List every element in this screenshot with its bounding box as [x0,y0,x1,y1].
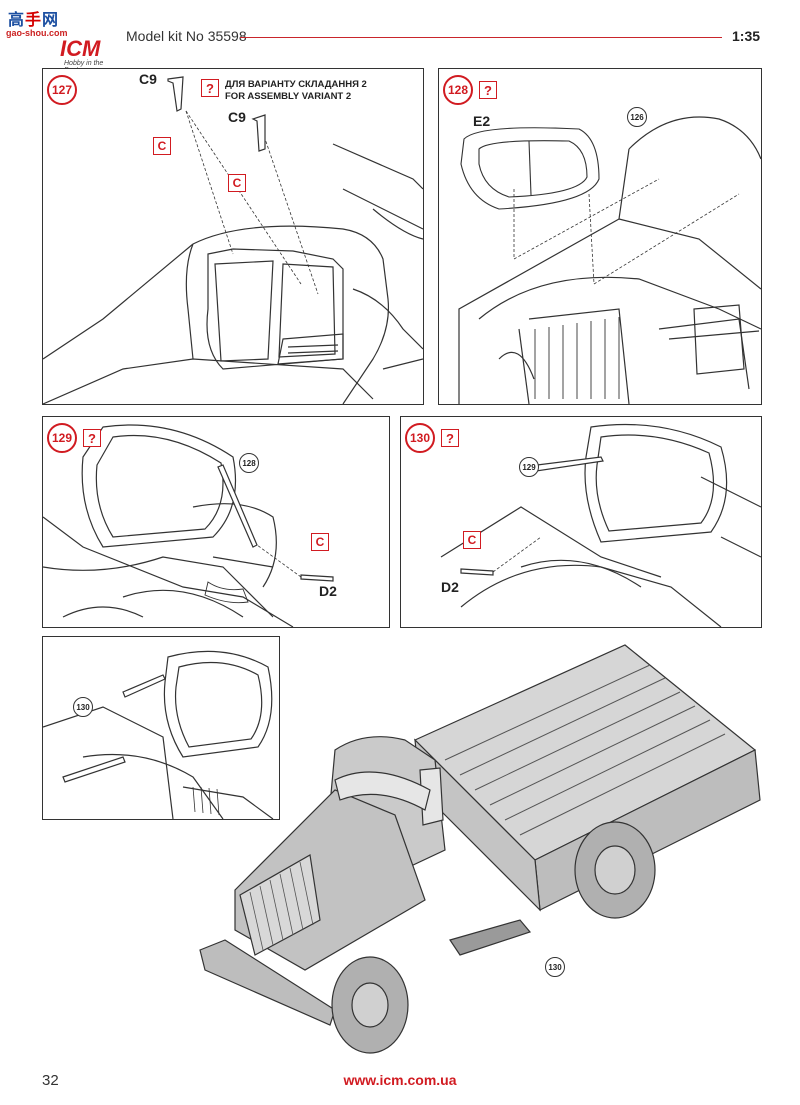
watermark-char-3: 网 [42,12,60,29]
part-label-c9: C9 [139,71,157,87]
header-divider [240,37,722,38]
watermark-char-1: 高 [8,12,26,29]
detail-view-panel: 130 [42,636,280,820]
step-number-badge: 129 [47,423,77,453]
part-label-e2: E2 [473,113,491,129]
sprue-box-c-variant: C [228,174,246,192]
step-130-panel: 130 ? 129 C D2 [400,416,762,628]
step-number-badge: 130 [405,423,435,453]
page-header: 高手网 gao-shou.com ICM Hobby in the Best M… [0,0,800,74]
part-label-d2: D2 [441,579,459,595]
step-number-badge: 128 [443,75,473,105]
step-number-badge: 127 [47,75,77,105]
kit-title: Model kit No 35598 [126,28,247,44]
sprue-box-c: C [311,533,329,551]
question-box: ? [83,429,101,447]
assembly-variant-note: ДЛЯ ВАРІАНТУ СКЛАДАННЯ 2 FOR ASSEMBLY VA… [225,79,367,103]
cab-roof-illustration [43,76,423,404]
watermark-url: gao-shou.com [6,28,68,38]
step-128-panel: 128 ? E2 126 [438,68,762,405]
reference-step-circle: 130 [545,957,565,977]
question-box: ? [441,429,459,447]
question-box: ? [201,79,219,97]
sprue-box-c: C [463,531,481,549]
watermark-text: 高手网 [8,6,59,30]
variant-note-line-1: ДЛЯ ВАРІАНТУ СКЛАДАННЯ 2 [225,79,367,90]
logo-block: 高手网 gao-shou.com ICM Hobby in the Best [4,2,116,74]
step-127-panel: 127 ? ДЛЯ ВАРІАНТУ СКЛАДАННЯ 2 FOR ASSEM… [42,68,424,405]
grille-guard-illustration [43,424,334,627]
reference-step-circle: 126 [627,107,647,127]
icm-logo: ICM [60,36,101,61]
part-label-d2: D2 [319,583,337,599]
page-number: 32 [42,1072,59,1089]
sprue-box-c: C [153,137,171,155]
reference-step-circle: 129 [519,457,539,477]
completed-truck-illustration [199,644,761,1054]
step-129-panel: 129 ? 128 C D2 [42,416,390,628]
variant-note-line-2: FOR ASSEMBLY VARIANT 2 [225,91,352,102]
question-box: ? [479,81,497,99]
scale-label: 1:35 [732,28,761,44]
grille-guard-illustration [440,423,761,627]
website-link[interactable]: www.icm.com.ua [343,1072,457,1088]
detail-illustration [43,650,274,819]
reference-step-circle: 130 [73,697,93,717]
windshield-frame-illustration [458,116,761,404]
watermark-char-2: 手 [25,12,43,29]
part-label-c9-variant: C9 [228,109,246,125]
reference-step-circle: 128 [239,453,259,473]
